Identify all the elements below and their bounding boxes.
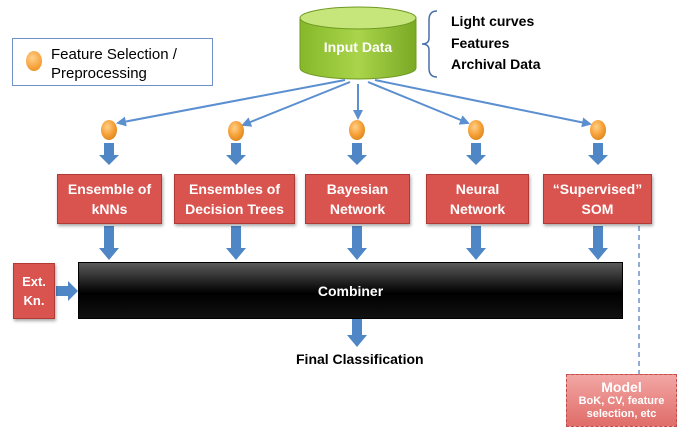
final-classification-label: Final Classification <box>296 351 424 367</box>
feature-dot-icon <box>590 120 606 140</box>
input-detail-light-curves: Light curves <box>451 13 535 29</box>
method-box-neural-network: Neural Network <box>426 174 529 224</box>
method-box-bayesian-network: Bayesian Network <box>305 174 410 224</box>
feature-dot-icon <box>468 120 484 140</box>
feature-selection-dots <box>101 120 606 141</box>
method-box-knn: Ensemble of kNNs <box>57 174 162 224</box>
legend-label: Feature Selection / Preprocessing <box>51 46 177 82</box>
method-box-decision-trees: Ensembles of Decision Trees <box>174 174 295 224</box>
fan-out-arrows <box>116 79 592 128</box>
arrow-to-dot-5 <box>374 79 592 128</box>
orange-circle-icon <box>26 51 42 71</box>
arrow-to-dot-4 <box>367 81 470 125</box>
legend-box: Feature Selection / Preprocessing <box>12 38 213 86</box>
ext-knowledge-box: Ext. Kn. <box>13 263 55 319</box>
feature-dot-icon <box>101 120 117 140</box>
combiner-to-final-arrow <box>347 319 367 347</box>
method-box-supervised-som: “Supervised” SOM <box>543 174 652 224</box>
input-detail-features: Features <box>451 35 510 51</box>
model-title: Model <box>601 379 642 395</box>
arrow-to-dot-2 <box>241 81 351 127</box>
input-data-label: Input Data <box>323 39 393 55</box>
arrow-to-dot-1 <box>116 79 346 127</box>
model-subtitle: BoK, CV, feature selection, etc <box>578 395 665 420</box>
combiner-bar: Combiner <box>78 262 623 319</box>
feature-dot-icon <box>228 121 244 141</box>
model-panel: Model BoK, CV, feature selection, etc <box>566 374 677 427</box>
input-detail-archival-data: Archival Data <box>451 56 541 72</box>
ext-to-combiner-arrow <box>56 281 78 301</box>
input-data-cylinder-icon <box>299 6 417 80</box>
brace-icon <box>421 10 438 78</box>
block-arrows-to-methods <box>99 143 608 165</box>
block-arrows-to-combiner <box>99 226 608 260</box>
feature-dot-icon <box>349 120 365 140</box>
